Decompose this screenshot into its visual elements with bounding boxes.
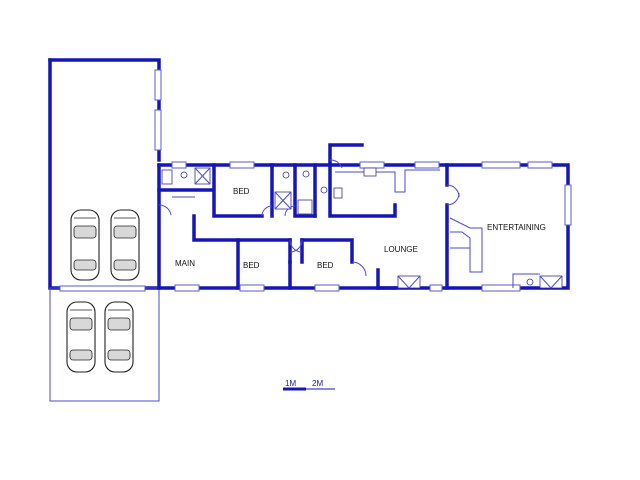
garage-window (154, 69, 162, 101)
garage-window (154, 109, 162, 151)
room-label-entertaining: ENTERTAINING (487, 223, 546, 232)
scale-bar: 1M 2M (283, 379, 335, 391)
basin-icon (320, 186, 328, 194)
windows (171, 161, 572, 292)
room-label-main: MAIN (175, 259, 195, 268)
car-icon (70, 209, 100, 281)
garage (48, 58, 162, 402)
fireplace-icon (397, 275, 421, 289)
room-label-lounge: LOUNGE (384, 245, 418, 254)
stove-icon (333, 187, 343, 199)
bath-icon (297, 199, 313, 215)
car-icon (66, 301, 96, 373)
car-icon (110, 209, 140, 281)
fixtures (161, 167, 563, 289)
house-walls (157, 143, 570, 290)
toilet-icon (161, 169, 173, 185)
room-label-bed-top: BED (233, 187, 250, 196)
room-label-bed-right: BED (317, 261, 334, 270)
sink-icon (363, 167, 377, 177)
car-icon (104, 301, 134, 373)
toilet-icon (302, 170, 310, 178)
scale-label-2m: 2M (312, 379, 323, 388)
fireplace-icon (539, 275, 563, 289)
room-label-bed-mid: BED (243, 261, 260, 270)
garage-door (59, 285, 146, 292)
doors (158, 159, 460, 277)
scale-label-1m: 1M (285, 379, 296, 388)
toilet-icon (282, 171, 290, 179)
basin-icon (180, 171, 188, 179)
